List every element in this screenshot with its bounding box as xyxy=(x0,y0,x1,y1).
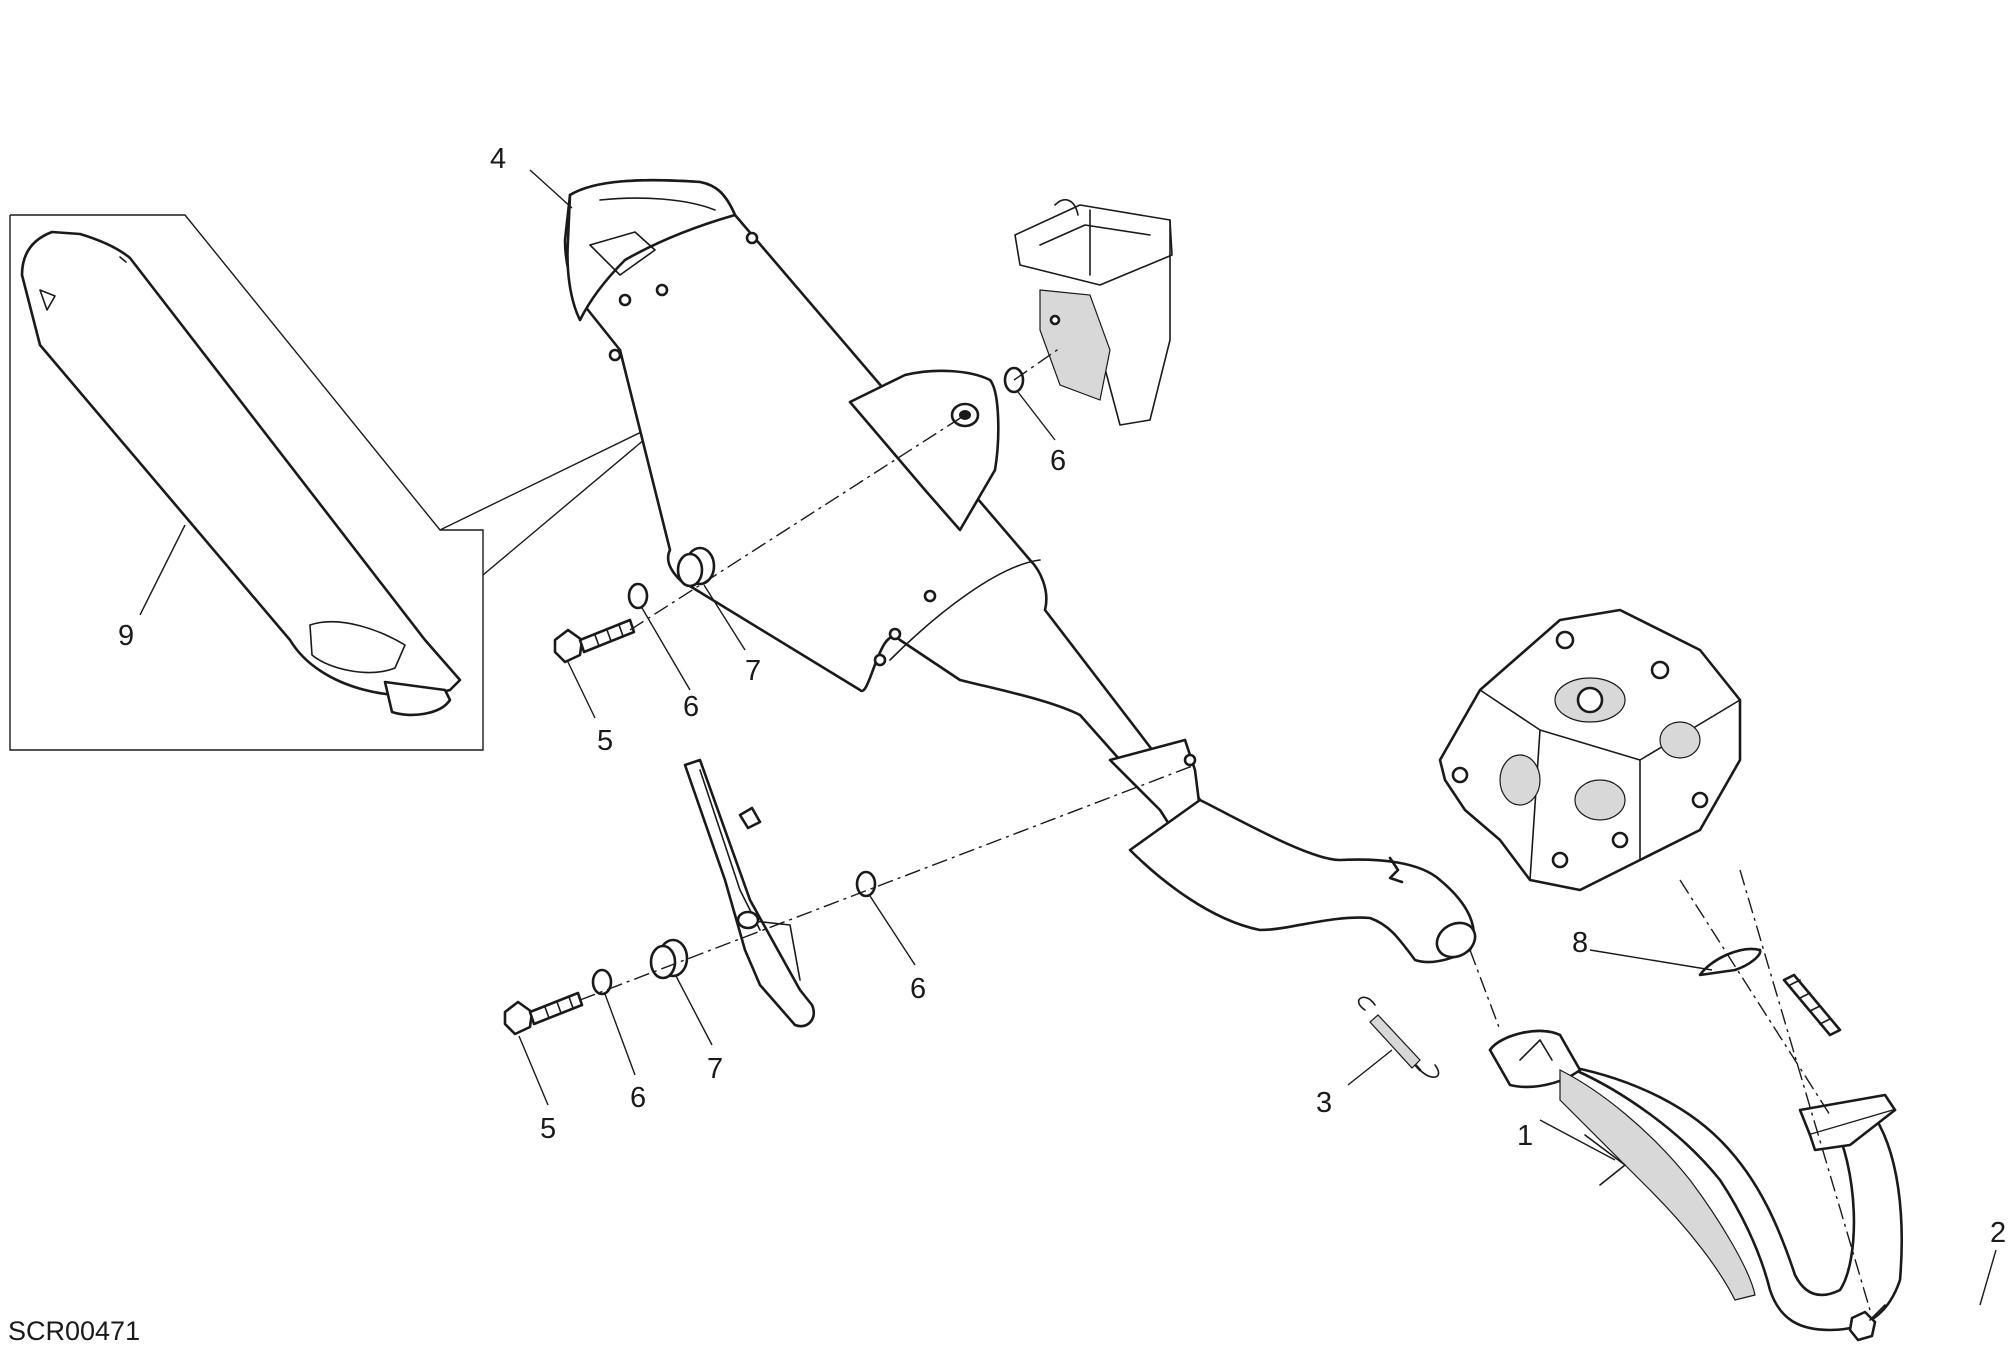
small-hardware xyxy=(503,366,1886,1342)
callout-7-upper: 7 xyxy=(745,655,761,687)
callout-8: 8 xyxy=(1572,927,1588,959)
callout-6-upper: 6 xyxy=(683,691,699,723)
callout-6-frame: 6 xyxy=(1050,445,1066,477)
callout-6-lower: 6 xyxy=(630,1082,646,1114)
exhaust-header xyxy=(1488,1029,1903,1332)
leader-lines xyxy=(139,169,1997,1306)
callout-1: 1 xyxy=(1517,1120,1533,1152)
callout-labels: 4 9 5 6 7 6 6 5 6 7 3 8 1 2 xyxy=(118,143,2006,1249)
callout-5-lower: 5 xyxy=(540,1113,556,1145)
callout-9: 9 xyxy=(118,620,134,652)
drawing-code: SCR00471 xyxy=(8,1316,140,1346)
callout-3: 3 xyxy=(1316,1087,1332,1119)
callout-2: 2 xyxy=(1990,1217,2006,1249)
callout-7-lower: 7 xyxy=(707,1053,723,1085)
frame-fragment xyxy=(1014,199,1173,426)
footpeg-bracket xyxy=(683,758,816,1028)
detail-inset-silencer-cover xyxy=(9,214,671,751)
silencer-muffler xyxy=(563,178,1477,964)
cylinder-head xyxy=(1438,608,1742,892)
callout-6-bracket: 6 xyxy=(910,973,926,1005)
assembly-axes xyxy=(579,347,1871,1311)
callout-4: 4 xyxy=(490,143,506,175)
callout-5-upper: 5 xyxy=(597,725,613,757)
